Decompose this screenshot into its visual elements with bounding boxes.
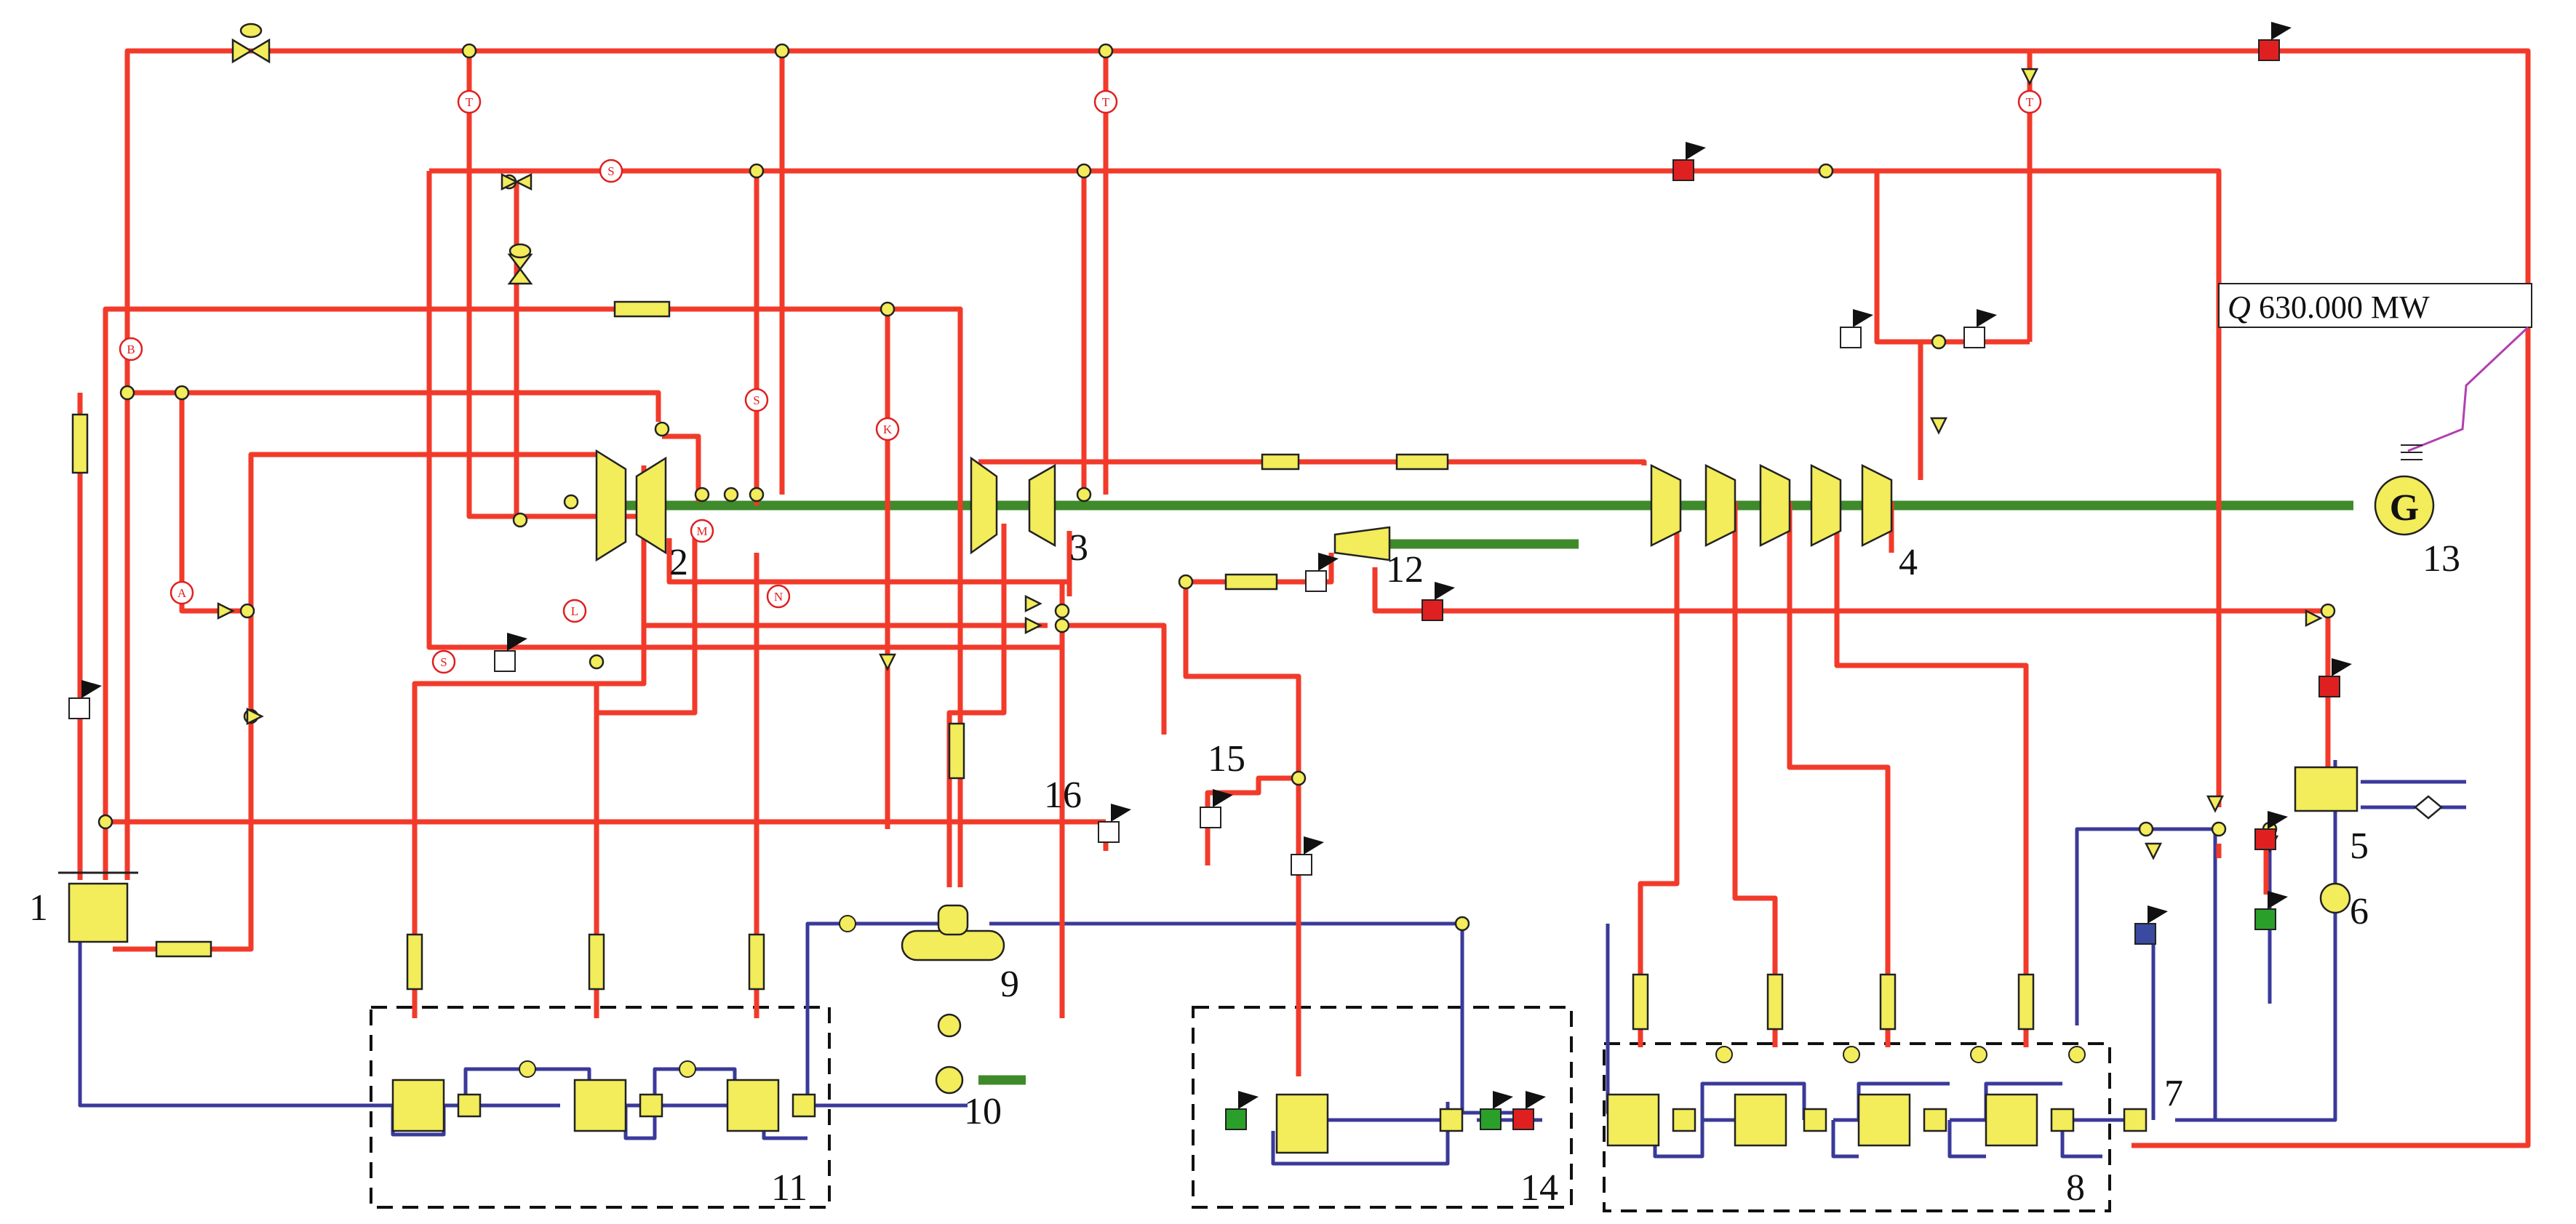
label-2: 2 [669,542,688,583]
power-value: 630.000 MW [2259,289,2430,325]
feed-pump-turbine [1333,526,1391,561]
svg-text:S: S [607,164,614,178]
svg-text:S: S [753,393,759,407]
svg-text:K: K [883,423,893,436]
flag-markers [68,22,2352,1130]
heater-group-14-box [1192,1006,1573,1209]
junction-nodes [97,43,2336,932]
tag-circles [119,89,2042,674]
heat-exchangers [391,1079,2148,1154]
power-output-annotation: Q 630.000 MW [2218,283,2532,460]
heater-group-8-box [1603,1042,2111,1212]
steam-lines [77,48,2531,1148]
valve-actuator-mid [509,243,532,259]
label-4: 4 [1899,542,1918,583]
label-8: 8 [2066,1167,2085,1209]
svg-text:A: A [178,586,187,600]
svg-text:T: T [1102,95,1110,109]
label-1: 1 [29,887,48,929]
tag-letters: T T T S S B A M L N K S [127,95,2033,669]
label-14: 14 [1520,1167,1558,1209]
lp-turbines [1650,463,1893,548]
svg-text:T: T [466,95,474,109]
boiler [58,871,138,943]
pumps [935,882,2351,1095]
deaerator [901,904,1005,961]
component-numbers: 1 2 3 4 5 6 7 8 9 10 11 12 13 14 15 16 [29,527,2460,1209]
condenser [2294,766,2443,820]
label-3: 3 [1069,527,1088,569]
label-10: 10 [964,1091,1002,1132]
heater-group-11-box [370,1006,831,1209]
label-6: 6 [2350,891,2369,932]
svg-text:B: B [127,343,135,356]
power-symbol: Q [2228,289,2251,325]
svg-text:T: T [2026,95,2034,109]
label-16: 16 [1044,775,1082,816]
label-7: 7 [2164,1073,2183,1114]
valves [217,38,2323,860]
svg-text:S: S [440,655,447,669]
label-11: 11 [771,1167,808,1209]
label-12: 12 [1386,549,1424,591]
svg-text:M: M [696,524,707,538]
hp-turbine [595,449,667,562]
label-9: 9 [1000,964,1019,1005]
generator-symbol: G [2390,487,2419,529]
svg-text:L: L [571,604,578,618]
ip-turbine [970,456,1056,555]
label-13: 13 [2423,538,2460,580]
generator: G [2374,475,2435,536]
drain-markers [519,915,2086,1078]
svg-text:N: N [774,590,783,604]
pipe-elements [71,300,2035,1031]
label-15: 15 [1208,738,1245,780]
label-5: 5 [2350,825,2369,867]
valve-actuator-top [239,23,263,39]
